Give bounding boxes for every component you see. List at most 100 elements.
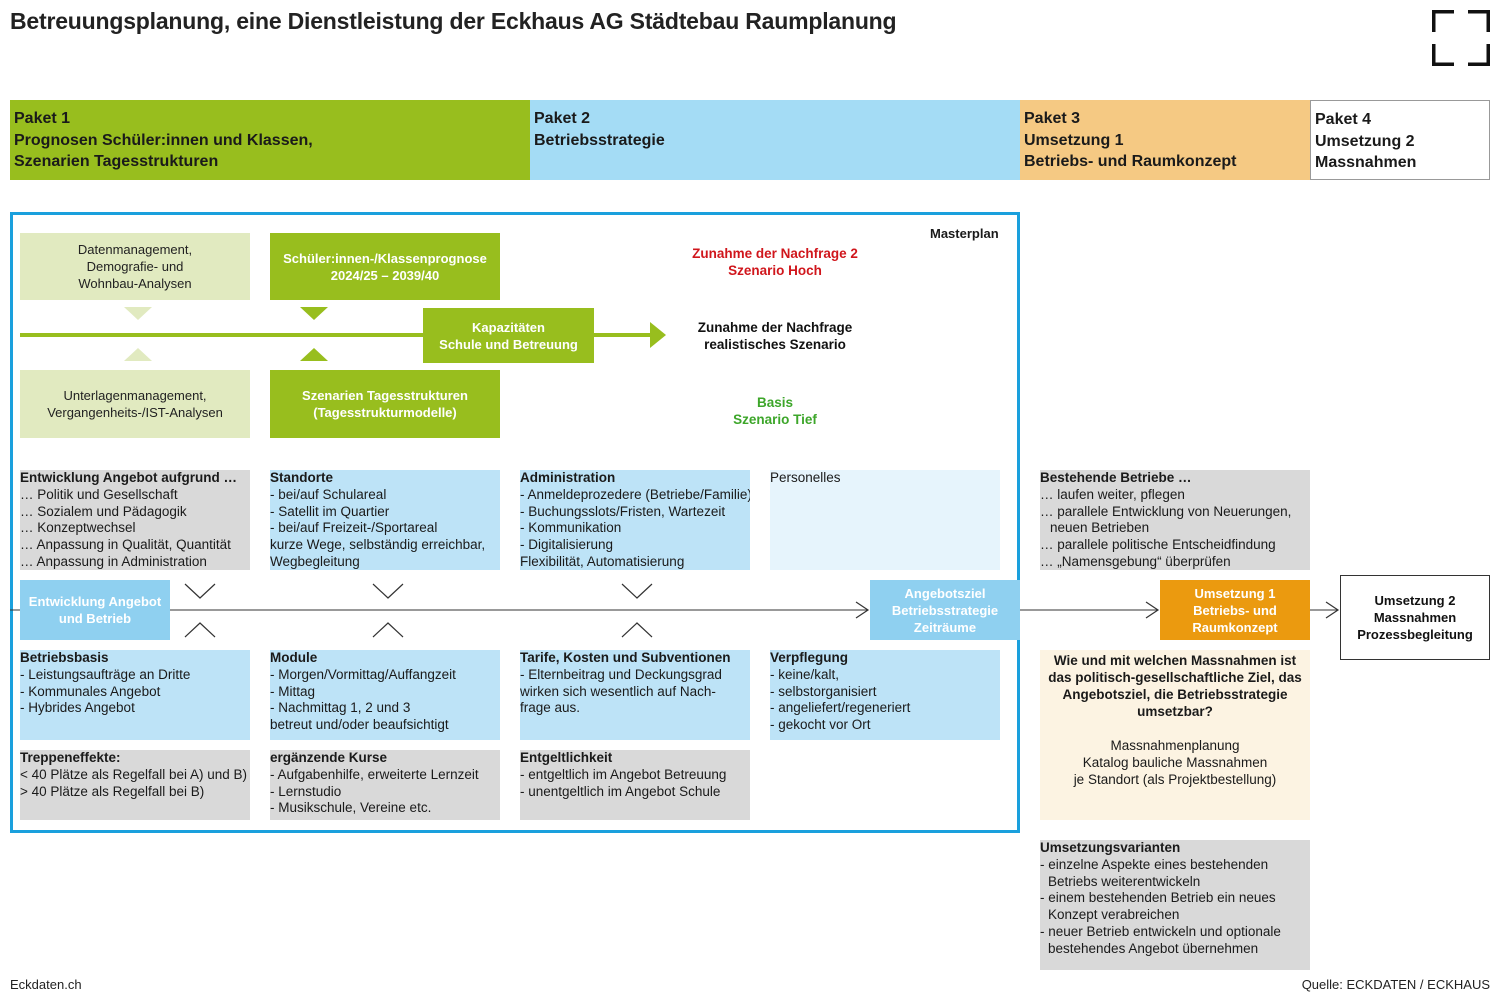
block-line: … Anpassung in Administration (20, 553, 207, 569)
block-line: - Leistungsaufträge an Dritte (20, 666, 191, 682)
scenario-line: Zunahme der Nachfrage (697, 320, 853, 335)
block-line: - Musikschule, Vereine etc. (270, 800, 432, 816)
block-line: frage aus. (520, 700, 581, 716)
block-line: - Hybrides Angebot (20, 700, 135, 716)
block-line: kurze Wege, selbständig erreichbar, (270, 537, 486, 553)
block-line: … parallele politische Entscheidfindung (1040, 537, 1276, 553)
standorte-block: Standorte - bei/auf Schulareal - Satelli… (270, 470, 500, 570)
block-line: - Kommunikation (520, 520, 622, 536)
scenario-line: Zunahme der Nachfrage 2 (692, 246, 858, 261)
paket-1-title: Paket 1 (14, 110, 71, 127)
box-line: Schüler:innen-/Klassenprognose (283, 250, 487, 266)
angebotsziel-box: Angebotsziel Betriebsstrategie Zeiträume (870, 580, 1020, 640)
box-line: Vergangenheits-/IST-Analysen (47, 405, 223, 420)
scenario-line: realistisches Szenario (704, 337, 846, 352)
block-line: Konzept verabreichen (1048, 907, 1180, 923)
masterplan-frame (10, 212, 1020, 833)
question-heading: das politisch-gesellschaftliche Ziel, da… (1048, 670, 1302, 685)
block-line: … Sozialem und Pädagogik (20, 503, 187, 519)
personelles-block: Personelles (770, 470, 1000, 570)
box-line: Datenmanagement, (77, 242, 193, 257)
box-line: Umsetzung 1 (1194, 585, 1276, 601)
box-line: Demografie- und (86, 259, 184, 274)
block-line: - bei/auf Schulareal (270, 486, 387, 502)
massnahmen-question-box: Wie und mit welchen Massnahmen ist das p… (1040, 650, 1310, 820)
scenario-line: Basis (756, 395, 794, 410)
paket-1-line: Szenarien Tagesstrukturen (14, 153, 219, 170)
block-line: Wegbegleitung (270, 553, 360, 569)
box-line: Wohnbau-Analysen (78, 276, 192, 291)
block-heading: Umsetzungsvarianten (1040, 840, 1181, 855)
verpflegung-block: Verpflegung - keine/kalt, - selbstorgani… (770, 650, 1000, 740)
scenario-line: Szenario Hoch (728, 263, 822, 278)
paket-2: Paket 2 Betriebsstrategie (530, 100, 1020, 180)
block-line: - entgeltlich im Angebot Betreuung (520, 766, 727, 782)
question-heading: Wie und mit welchen Massnahmen ist (1053, 653, 1297, 668)
question-line: Katalog bauliche Massnahmen (1082, 755, 1268, 770)
block-line: bestehendes Angebot übernehmen (1048, 940, 1259, 956)
paket-4-line: Umsetzung 2 (1315, 132, 1415, 150)
box-line: 2024/25 – 2039/40 (330, 267, 440, 283)
paket-2-line: Betriebsstrategie (534, 131, 665, 149)
block-line: Personelles (770, 470, 841, 485)
paket-1-line: Prognosen Schüler:innen und Klassen, (14, 131, 313, 149)
block-heading: Bestehende Betriebe … (1040, 470, 1192, 485)
block-line: - selbstorganisiert (770, 683, 877, 699)
block-line: … parallele Entwicklung von Neuerungen, (1040, 503, 1292, 519)
page-title: Betreuungsplanung, eine Dienstleistung d… (10, 8, 897, 34)
administration-block: Administration - Anmeldeprozedere (Betri… (520, 470, 750, 570)
box-line: Raumkonzept (1192, 619, 1278, 635)
bestehende-betriebe-block: Bestehende Betriebe … … laufen weiter, p… (1040, 470, 1310, 570)
block-line: wirken sich wesentlich auf Nach- (520, 683, 716, 699)
paket-3: Paket 3 Umsetzung 1 Betriebs- und Raumko… (1020, 100, 1310, 180)
block-heading: Entgeltlichkeit (520, 750, 613, 765)
betriebsbasis-block: Betriebsbasis - Leistungsaufträge an Dri… (20, 650, 250, 740)
paket-3-line: Betriebs- und Raumkonzept (1024, 153, 1237, 170)
block-line: Flexibilität, Automatisierung (520, 553, 685, 569)
block-line: - einzelne Aspekte eines bestehenden (1040, 856, 1269, 872)
paket-4-line: Massnahmen (1315, 154, 1417, 171)
bracket-corners-logo-icon (1432, 10, 1490, 66)
box-line: Betriebsstrategie (891, 602, 999, 618)
block-heading: ergänzende Kurse (270, 750, 388, 765)
block-heading: Module (270, 650, 318, 665)
paket-1: Paket 1 Prognosen Schüler:innen und Klas… (10, 100, 530, 180)
box-line: Umsetzung 2 (1374, 593, 1456, 608)
paket-4: Paket 4 Umsetzung 2 Massnahmen (1310, 100, 1490, 180)
prognose-box: Schüler:innen-/Klassenprognose 2024/25 –… (270, 233, 500, 300)
block-heading: Standorte (270, 470, 334, 485)
block-line: - neuer Betrieb entwickeln und optionale (1040, 923, 1281, 939)
paket-3-title: Paket 3 (1024, 110, 1081, 127)
box-line: und Betrieb (58, 611, 132, 626)
block-line: … Anpassung in Qualität, Quantität (20, 537, 231, 553)
green-flow-arrow (20, 307, 666, 361)
umsetzung-1-box: Umsetzung 1 Betriebs- und Raumkonzept (1160, 580, 1310, 640)
block-line: - Lernstudio (270, 783, 342, 799)
box-line: Kapazitäten (472, 319, 545, 335)
block-line: > 40 Plätze als Regelfall bei B) (20, 783, 205, 799)
block-line: - Digitalisierung (520, 537, 614, 553)
paket-2-title: Paket 2 (534, 110, 591, 127)
module-block: Module - Morgen/Vormittag/Auffangzeit - … (270, 650, 500, 740)
treppeneffekte-block: Treppeneffekte: < 40 Plätze als Regelfal… (20, 750, 250, 820)
box-line: Massnahmen (1373, 610, 1457, 625)
block-heading: Betriebsbasis (20, 650, 109, 665)
block-line: < 40 Plätze als Regelfall bei A) und B) (20, 766, 248, 782)
block-line: - Nachmittag 1, 2 und 3 (270, 700, 411, 716)
scenario-realistic: Zunahme der Nachfrage realistisches Szen… (680, 319, 870, 353)
block-line: betreut und/oder beaufsichtigt (270, 717, 449, 733)
umsetzungsvarianten-block: Umsetzungsvarianten - einzelne Aspekte e… (1040, 840, 1310, 970)
ergaenzende-kurse-block: ergänzende Kurse - Aufgabenhilfe, erweit… (270, 750, 500, 820)
block-line: - gekocht vor Ort (770, 717, 871, 733)
masterplan-label: Masterplan (930, 226, 999, 241)
box-line: Prozessbegleitung (1357, 627, 1473, 642)
footer-left: Eckdaten.ch (10, 977, 82, 992)
datenmanagement-box: Datenmanagement, Demografie- und Wohnbau… (20, 233, 250, 300)
box-line: Entwicklung Angebot (28, 594, 162, 609)
paket-3-line: Umsetzung 1 (1024, 131, 1124, 149)
block-line: - Aufgabenhilfe, erweiterte Lernzeit (270, 766, 479, 782)
question-heading: umsetzbar? (1137, 704, 1213, 719)
block-line: - unentgeltlich im Angebot Schule (520, 783, 721, 799)
box-line: Schule und Betreuung (439, 336, 578, 352)
block-heading: Treppeneffekte: (20, 750, 121, 765)
